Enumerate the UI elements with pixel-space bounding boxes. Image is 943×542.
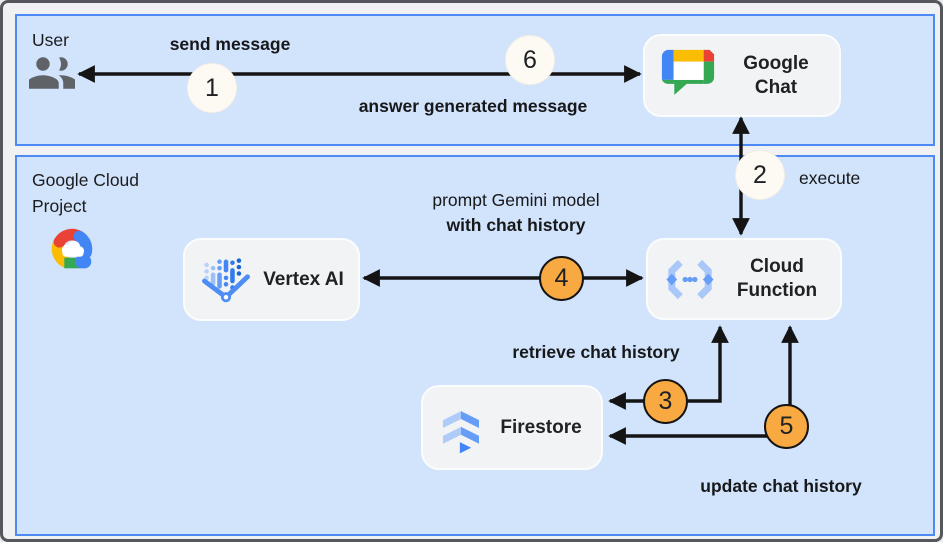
step-badge-4: 4: [539, 256, 584, 301]
step-badge-5: 5: [764, 404, 809, 449]
label-answer-generated-message: answer generated message: [358, 96, 588, 116]
step-badge-6: 6: [505, 35, 555, 85]
label-send-message: send message: [169, 34, 291, 54]
label-prompt-gemini-line2: with chat history: [446, 215, 586, 235]
label-update-chat-history: update chat history: [700, 476, 862, 496]
google-chat-icon: [658, 46, 718, 106]
node-vertex-ai: Vertex AI: [183, 238, 360, 321]
gcp-panel-title: Google Cloud Project: [32, 170, 140, 216]
label-retrieve-chat-history: retrieve chat history: [512, 342, 680, 362]
node-firestore: Firestore: [421, 385, 603, 470]
node-google-chat: Google Chat: [643, 34, 841, 117]
node-google-chat-label: Google Chat: [743, 52, 809, 98]
cloud-functions-icon: [661, 257, 719, 302]
label-execute: execute: [799, 168, 861, 188]
people-icon: [29, 55, 75, 91]
google-cloud-logo: [41, 223, 103, 277]
step-badge-1: 1: [187, 63, 237, 113]
step-badge-2: 2: [735, 150, 785, 200]
node-firestore-label: Firestore: [500, 416, 582, 438]
vertex-ai-icon: [198, 254, 254, 306]
label-prompt-gemini: prompt Gemini model with chat history: [396, 188, 636, 238]
label-prompt-gemini-line1: prompt Gemini model: [432, 190, 600, 210]
user-panel-title: User: [32, 30, 69, 50]
node-vertex-ai-label: Vertex AI: [263, 268, 344, 290]
step-badge-3: 3: [643, 379, 688, 424]
firestore-icon: [436, 401, 486, 455]
node-cloud-function: Cloud Function: [646, 238, 842, 320]
node-cloud-function-label: Cloud Function: [736, 256, 818, 301]
